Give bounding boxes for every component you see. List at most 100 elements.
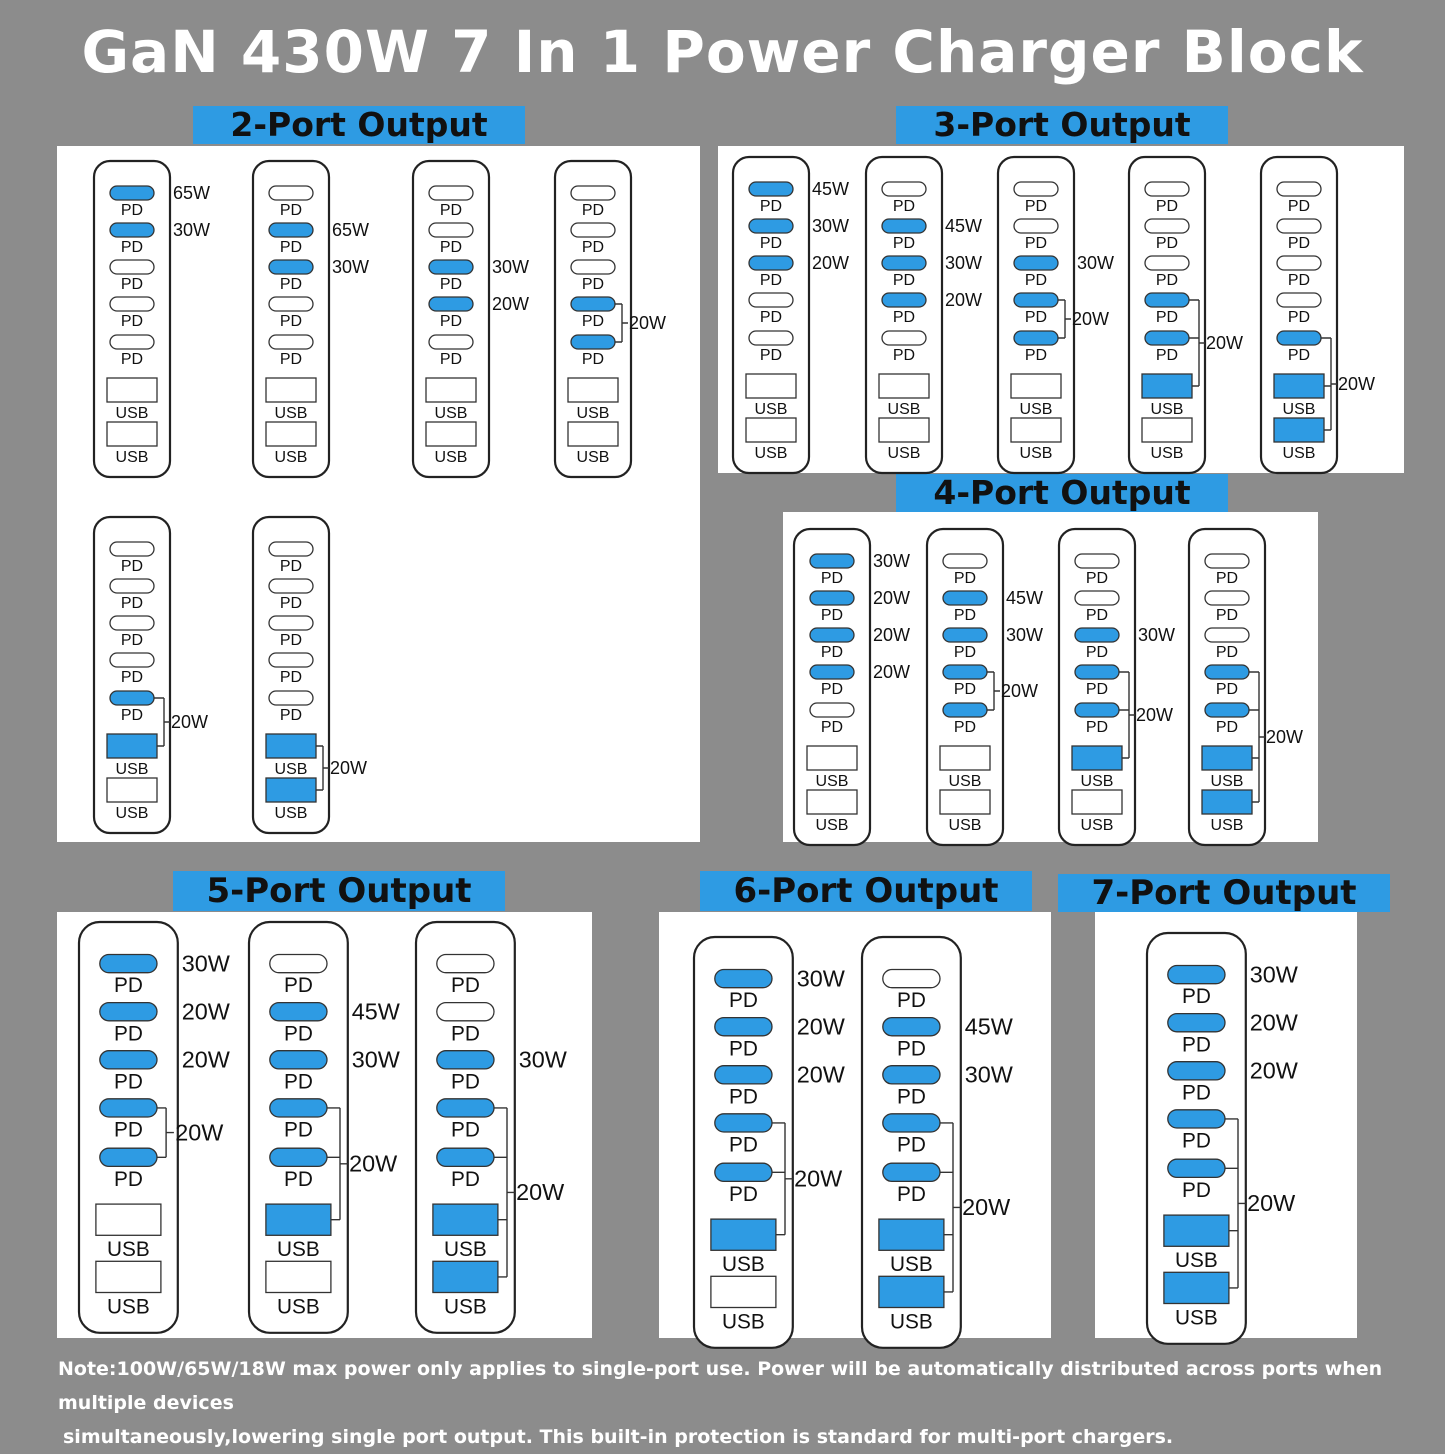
port-label-usb: USB xyxy=(890,1253,933,1276)
port-label-pd: PD xyxy=(897,1134,926,1157)
usb-c-port-icon xyxy=(1144,181,1190,197)
usb-a-port-icon xyxy=(265,733,317,759)
wattage-label: 30W xyxy=(173,220,210,240)
port-label-pd: PD xyxy=(280,351,302,368)
shared-power-bracket xyxy=(1225,1118,1246,1289)
wattage-label: 30W xyxy=(332,257,369,277)
usb-a-port-icon xyxy=(432,1260,499,1294)
usb-c-port-icon xyxy=(428,296,474,312)
usb-c-port-icon xyxy=(882,1162,941,1183)
usb-c-port-icon xyxy=(99,1050,158,1070)
port-label-pd: PD xyxy=(440,276,462,293)
usb-c-port-icon xyxy=(881,292,927,308)
wattage-label: 45W xyxy=(945,216,982,236)
usb-a-port-icon xyxy=(95,1203,162,1236)
port-label-pd: PD xyxy=(280,707,302,724)
port-label-pd: PD xyxy=(1216,607,1238,624)
usb-c-port-icon xyxy=(436,953,495,974)
port-label-pd: PD xyxy=(582,351,604,368)
wattage-label: 20W xyxy=(175,1119,223,1145)
port-label-pd: PD xyxy=(1086,644,1108,661)
port-label-usb: USB xyxy=(1175,1249,1218,1272)
usb-c-port-icon xyxy=(882,1016,941,1037)
usb-c-port-icon xyxy=(109,578,155,594)
port-label-pd: PD xyxy=(893,235,915,252)
usb-a-port-icon xyxy=(939,745,991,771)
note-text: Note:100W/65W/18W max power only applies… xyxy=(58,1352,1428,1454)
usb-c-port-icon xyxy=(268,652,314,668)
wattage-label: 20W xyxy=(794,1166,842,1192)
port-label-pd: PD xyxy=(1025,347,1047,364)
wattage-label: 20W xyxy=(1072,309,1109,329)
usb-c-port-icon xyxy=(268,259,314,275)
port-label-pd: PD xyxy=(284,974,313,997)
port-label-pd: PD xyxy=(1216,681,1238,698)
wattage-label: 20W xyxy=(1136,705,1173,725)
usb-a-port-icon xyxy=(745,373,797,399)
shared-power-bracket xyxy=(1058,299,1071,339)
port-label-usb: USB xyxy=(444,1238,487,1261)
port-label-pd: PD xyxy=(1086,681,1108,698)
usb-c-port-icon xyxy=(1204,553,1250,569)
port-label-pd: PD xyxy=(121,351,143,368)
usb-c-port-icon xyxy=(881,255,927,271)
port-label-usb: USB xyxy=(755,401,788,418)
header-5-port: 5-Port Output xyxy=(173,871,505,911)
port-label-pd: PD xyxy=(821,681,843,698)
port-label-pd: PD xyxy=(1086,719,1108,736)
port-label-pd: PD xyxy=(760,272,782,289)
port-label-pd: PD xyxy=(1182,1033,1211,1056)
port-label-pd: PD xyxy=(280,239,302,256)
usb-c-port-icon xyxy=(1013,330,1059,346)
wattage-label: 30W xyxy=(1138,625,1175,645)
port-label-pd: PD xyxy=(954,644,976,661)
note-line-1: Note:100W/65W/18W max power only applies… xyxy=(58,1358,1383,1414)
usb-c-port-icon xyxy=(268,185,314,201)
note-line-2: simultaneously,lowering single port outp… xyxy=(63,1426,1174,1448)
wattage-label: 20W xyxy=(797,1014,845,1040)
port-label-usb: USB xyxy=(949,773,982,790)
port-label-usb: USB xyxy=(275,761,308,778)
wattage-label: 20W xyxy=(797,1062,845,1088)
port-label-pd: PD xyxy=(893,198,915,215)
port-label-usb: USB xyxy=(1283,401,1316,418)
usb-c-port-icon xyxy=(269,1050,328,1070)
wattage-label: 20W xyxy=(330,758,367,778)
usb-c-port-icon xyxy=(748,255,794,271)
shared-power-bracket xyxy=(1119,671,1135,759)
wattage-label: 30W xyxy=(519,1047,567,1073)
port-label-usb: USB xyxy=(1081,773,1114,790)
usb-c-port-icon xyxy=(109,690,155,706)
port-label-pd: PD xyxy=(729,1134,758,1157)
usb-c-port-icon xyxy=(268,541,314,557)
usb-c-port-icon xyxy=(1144,255,1190,271)
usb-a-port-icon xyxy=(745,417,797,443)
port-label-usb: USB xyxy=(116,405,149,422)
usb-c-port-icon xyxy=(942,627,988,643)
usb-c-port-icon xyxy=(428,334,474,350)
wattage-label: 30W xyxy=(1006,625,1043,645)
usb-c-port-icon xyxy=(436,1147,495,1168)
usb-c-port-icon xyxy=(882,1065,941,1085)
usb-c-port-icon xyxy=(714,1016,773,1037)
port-label-pd: PD xyxy=(121,313,143,330)
wattage-label: 45W xyxy=(352,999,400,1025)
header-3-port: 3-Port Output xyxy=(896,106,1228,144)
header-2-port: 2-Port Output xyxy=(193,106,525,144)
wattage-label: 30W xyxy=(1077,253,1114,273)
wattage-label: 20W xyxy=(1250,1058,1298,1084)
usb-c-port-icon xyxy=(109,259,155,275)
usb-c-port-icon xyxy=(1167,1158,1226,1179)
usb-a-port-icon xyxy=(1163,1214,1230,1247)
usb-c-port-icon xyxy=(1013,181,1059,197)
port-label-usb: USB xyxy=(116,805,149,822)
usb-c-port-icon xyxy=(436,1098,495,1118)
port-label-pd: PD xyxy=(582,239,604,256)
